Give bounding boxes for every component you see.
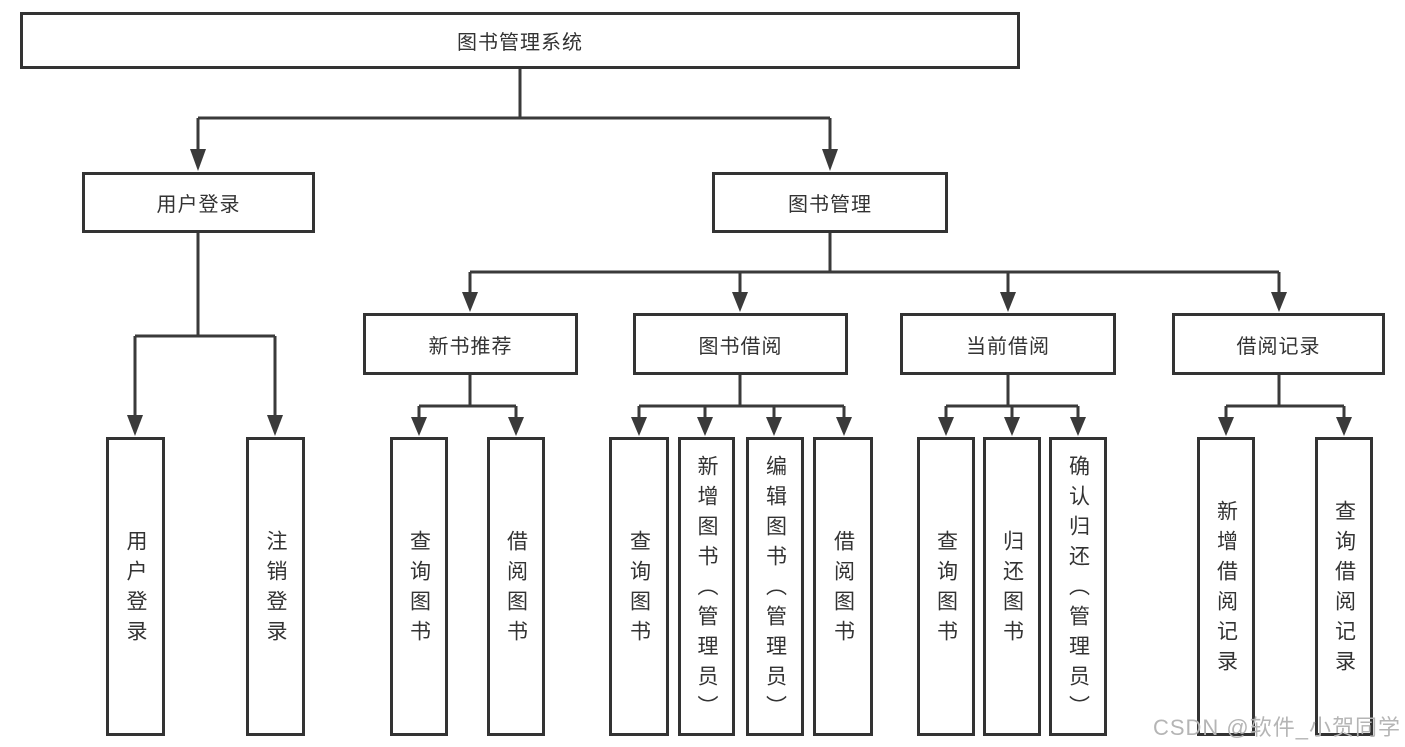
leaf-query-borrow-record: 查询借阅记录 — [1315, 437, 1373, 736]
leaf-query-books-current: 查询图书 — [917, 437, 975, 736]
leaf-logout: 注销登录 — [246, 437, 305, 736]
leaf-borrow-books-recommend: 借阅图书 — [487, 437, 545, 736]
leaf-return-book: 归还图书 — [983, 437, 1041, 736]
node-book-borrow: 图书借阅 — [633, 313, 848, 375]
node-new-book-recommend: 新书推荐 — [363, 313, 578, 375]
node-user-login: 用户登录 — [82, 172, 315, 233]
leaf-edit-book-admin: 编辑图书（管理员） — [746, 437, 804, 736]
leaf-query-books-recommend: 查询图书 — [390, 437, 448, 736]
node-current-borrow: 当前借阅 — [900, 313, 1116, 375]
leaf-add-borrow-record: 新增借阅记录 — [1197, 437, 1255, 736]
leaf-borrow-books: 借阅图书 — [813, 437, 873, 736]
leaf-user-login: 用户登录 — [106, 437, 165, 736]
node-root-system: 图书管理系统 — [20, 12, 1020, 69]
node-book-management: 图书管理 — [712, 172, 948, 233]
leaf-query-books-borrow: 查询图书 — [609, 437, 669, 736]
node-borrow-record: 借阅记录 — [1172, 313, 1385, 375]
leaf-add-book-admin: 新增图书（管理员） — [678, 437, 735, 736]
leaf-confirm-return-admin: 确认归还（管理员） — [1049, 437, 1107, 736]
